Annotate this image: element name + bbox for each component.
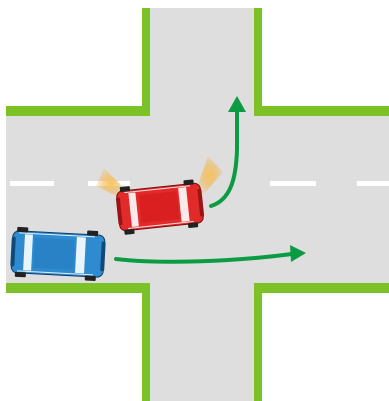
red-car-roofline-top [124, 185, 190, 194]
lane-dash [357, 181, 389, 186]
red-car-wheel [183, 179, 194, 186]
red-car-rear-window [128, 192, 139, 228]
blue-car-roofline-top [19, 232, 95, 238]
red-car-rear-bumper [115, 197, 123, 226]
red-car-wheel [119, 186, 131, 192]
blue-car-wheel [87, 230, 99, 237]
blue-car-roofline-bottom [17, 270, 93, 276]
blue-car-roof [33, 237, 75, 270]
blue-car-straight-arrowhead [290, 245, 306, 262]
arrows [114, 96, 306, 264]
curb-top-left-vertical [142, 8, 150, 114]
red-car-front-glow [196, 156, 223, 194]
blue-car-wheel [84, 275, 96, 281]
curb-top-right-vertical [254, 8, 262, 114]
lane-dash [10, 181, 54, 186]
curb-bottom-left-horizontal [6, 283, 150, 293]
red-car-windshield [178, 187, 190, 222]
red-car [115, 179, 205, 235]
red-car-wheel [124, 228, 135, 235]
red-car-light-glows [96, 156, 223, 198]
red-car-roofline-bottom [128, 221, 194, 229]
red-car-roof [138, 191, 180, 224]
red-car-rear-glow [96, 168, 126, 198]
blue-car-windshield [75, 236, 86, 274]
curbs [6, 8, 389, 401]
curb-bottom-right-horizontal [254, 283, 389, 293]
curb-top-left-horizontal [6, 106, 150, 116]
blue-car-straight-arrow [114, 252, 294, 264]
red-car-wheel [187, 222, 199, 229]
red-car-front-bumper [197, 188, 205, 217]
blue-car-wheel [14, 271, 26, 278]
lane-dash [270, 181, 316, 186]
blue-car-rear-bumper [10, 236, 16, 267]
curb-bottom-left-vertical [142, 283, 150, 401]
red-car-turn-arrow [209, 110, 239, 208]
blue-car-rear-window [23, 234, 33, 271]
curb-top-right-horizontal [254, 106, 389, 116]
blue-car [10, 226, 106, 281]
curb-bottom-right-vertical [254, 283, 262, 401]
red-car-turn-arrowhead [228, 96, 246, 112]
blue-car-wheel [17, 226, 29, 233]
blue-car-front-bumper [100, 241, 106, 272]
